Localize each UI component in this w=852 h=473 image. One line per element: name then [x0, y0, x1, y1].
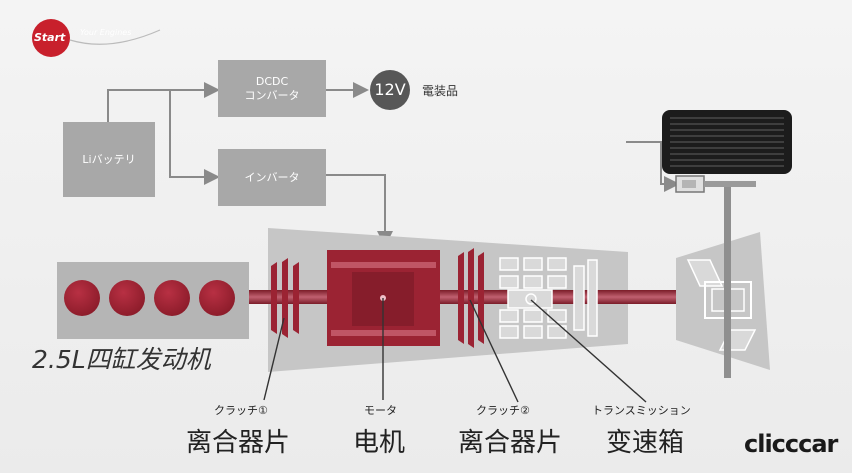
output-shaft [724, 182, 731, 378]
battery-12v-circle [370, 70, 410, 110]
clutch-2-plate-b [468, 248, 474, 348]
cylinder-3 [154, 280, 190, 316]
clutch-1-plates [271, 258, 299, 338]
wire-inverter-to-motor [326, 174, 393, 247]
wire-battery-to-dcdc [107, 82, 220, 122]
cylinder-4 [199, 280, 235, 316]
gear-12 [547, 325, 567, 339]
li-battery-block: Liバッテリ [63, 122, 155, 197]
cylinder-2 [109, 280, 145, 316]
cylinder-1 [64, 280, 100, 316]
power-wiring [107, 82, 680, 247]
actuator-rod [704, 181, 756, 187]
leader-transmission [530, 299, 647, 403]
caption-clutch-2-jp: クラッチ② [476, 404, 530, 417]
tire-tread [670, 117, 784, 167]
gear-ring-b [587, 259, 598, 337]
caption-clutch-1-jp: クラッチ① [214, 404, 268, 417]
gear-2 [523, 257, 543, 271]
inverter-block: インバータ [218, 149, 326, 206]
gear-7 [499, 309, 519, 323]
gear-10 [499, 325, 519, 339]
inverter-label: インバータ [244, 170, 300, 184]
actuator-piston [682, 180, 696, 188]
caption-motor-cn: 电机 [353, 428, 406, 458]
clutch-2-plates [458, 248, 484, 348]
caption-transmission-jp: トランスミッション [592, 404, 691, 417]
logo-badge [32, 19, 70, 57]
differential [676, 232, 770, 370]
gear-4 [499, 275, 519, 289]
li-battery-label: Liバッテリ [82, 152, 136, 166]
gear-8 [523, 309, 543, 323]
caption-transmission-cn: 变速箱 [606, 428, 685, 458]
clutch-2-plate-c [478, 252, 484, 344]
gear-ring-a [573, 265, 585, 331]
gear-carrier [507, 289, 553, 309]
caption-leaders [263, 298, 647, 403]
caption-clutch-1-cn: 离合器片 [186, 428, 291, 458]
caption-motor-jp: モータ [364, 404, 397, 417]
voltage-label: 12V [374, 80, 406, 99]
wire-battery-to-inverter [169, 90, 220, 185]
transmission-gears [499, 257, 598, 339]
dcdc-label-line1: DCDC [255, 74, 289, 88]
motor-line-top [331, 262, 436, 268]
wheel [662, 110, 792, 174]
diff-bevel-top [686, 259, 724, 287]
leader-clutch-2 [469, 299, 519, 403]
dcdc-converter-block: DCDC コンバータ [218, 60, 326, 117]
gear-3 [547, 257, 567, 271]
clutch-1-plate-c [293, 262, 299, 334]
logo [32, 19, 161, 57]
logo-text: Start [34, 31, 66, 44]
clutch-1-plate-b [282, 258, 288, 338]
logo-swoosh [69, 29, 161, 45]
gear-6 [547, 275, 567, 289]
logo-script: Your Engines [80, 28, 132, 37]
leader-clutch-1 [263, 317, 285, 401]
caption-clutch-2-cn: 离合器片 [458, 428, 563, 458]
watermark-logo: clicccar [744, 430, 838, 458]
clutch-2-plate-a [458, 252, 464, 344]
gear-5 [523, 275, 543, 289]
actuator [675, 175, 756, 193]
gear-1 [499, 257, 519, 271]
engine-label: 2.5L四缸发动机 [32, 345, 211, 374]
wire-to-actuator [626, 141, 680, 192]
electrical-components-label: 電装品 [422, 84, 459, 98]
dcdc-label-line2: コンバータ [244, 88, 300, 102]
engine-cylinders [64, 280, 235, 316]
gear-center [525, 293, 537, 305]
clutch-1-plate-a [271, 262, 277, 334]
gear-11 [523, 325, 543, 339]
gear-9 [547, 309, 567, 323]
